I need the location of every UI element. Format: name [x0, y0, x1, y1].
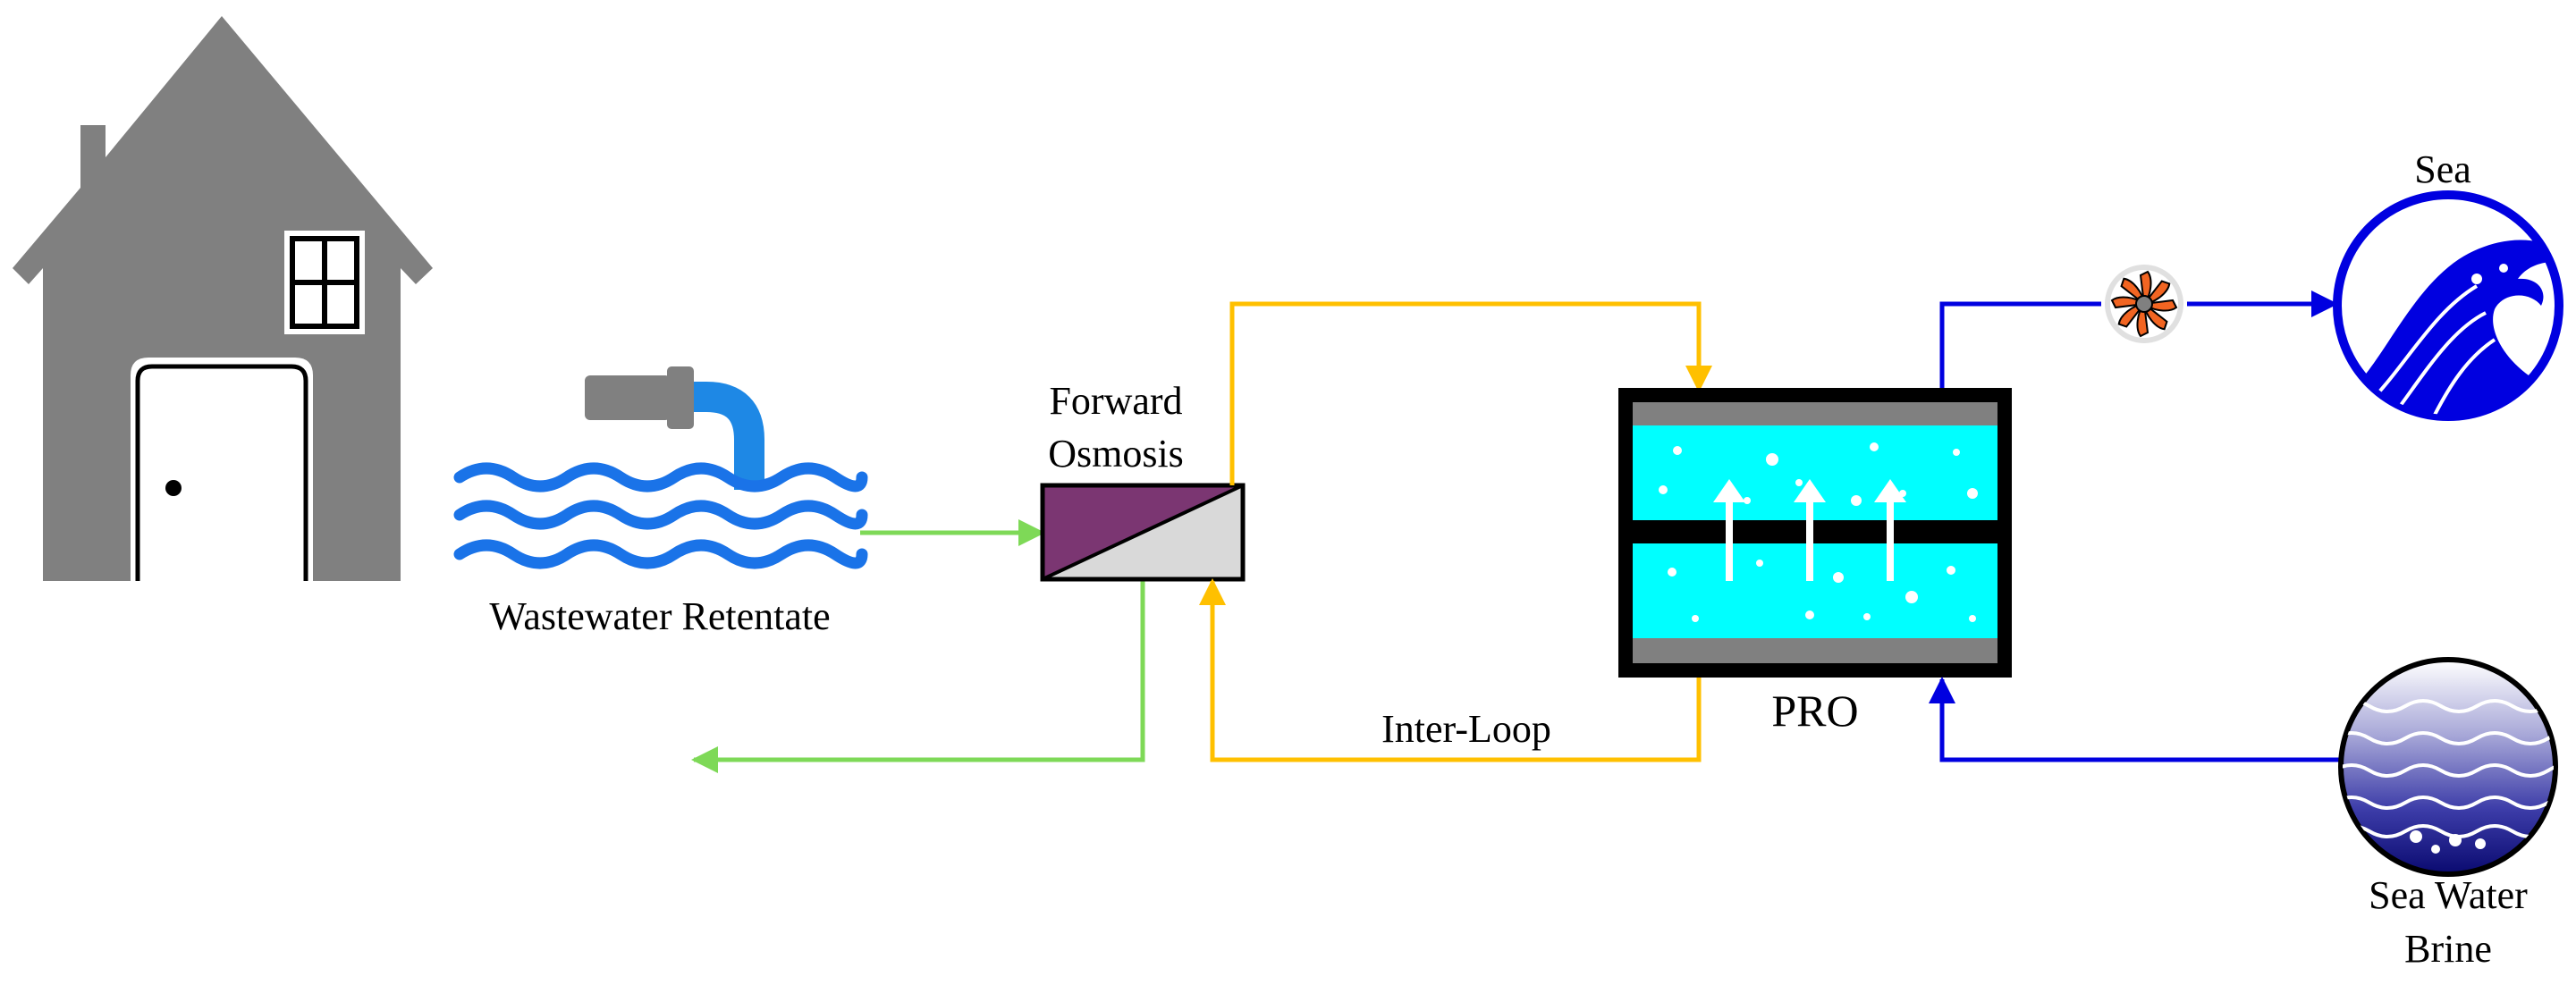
interloop-bottom-line: [1199, 578, 1702, 762]
pro-label: PRO: [1771, 686, 1858, 736]
wave-icon: [453, 462, 868, 569]
interloop-top-line: [1229, 301, 1712, 485]
brine-label-line1: Sea Water: [2369, 873, 2528, 917]
discharge-flow-line: [1939, 301, 2101, 388]
turbine-icon: [2105, 265, 2183, 343]
brine-icon: [2338, 657, 2558, 877]
forward-osmosis-module: [1040, 483, 1246, 582]
effluent-flow-line: [691, 581, 1145, 773]
sea-label: Sea: [2414, 147, 2471, 191]
fo-label-line2: Osmosis: [1048, 432, 1184, 476]
fo-label-line1: Forward: [1049, 379, 1182, 423]
wastewater-label: Wastewater Retentate: [489, 594, 830, 638]
brine-label-line2: Brine: [2404, 927, 2492, 971]
brine-flow-line: [1929, 677, 2339, 762]
interloop-label: Inter-Loop: [1381, 707, 1551, 751]
outfall-pipe-icon: [585, 366, 764, 490]
sea-wave-icon: [2333, 190, 2563, 421]
house-icon: [13, 16, 433, 581]
pro-module: [1618, 388, 2012, 678]
